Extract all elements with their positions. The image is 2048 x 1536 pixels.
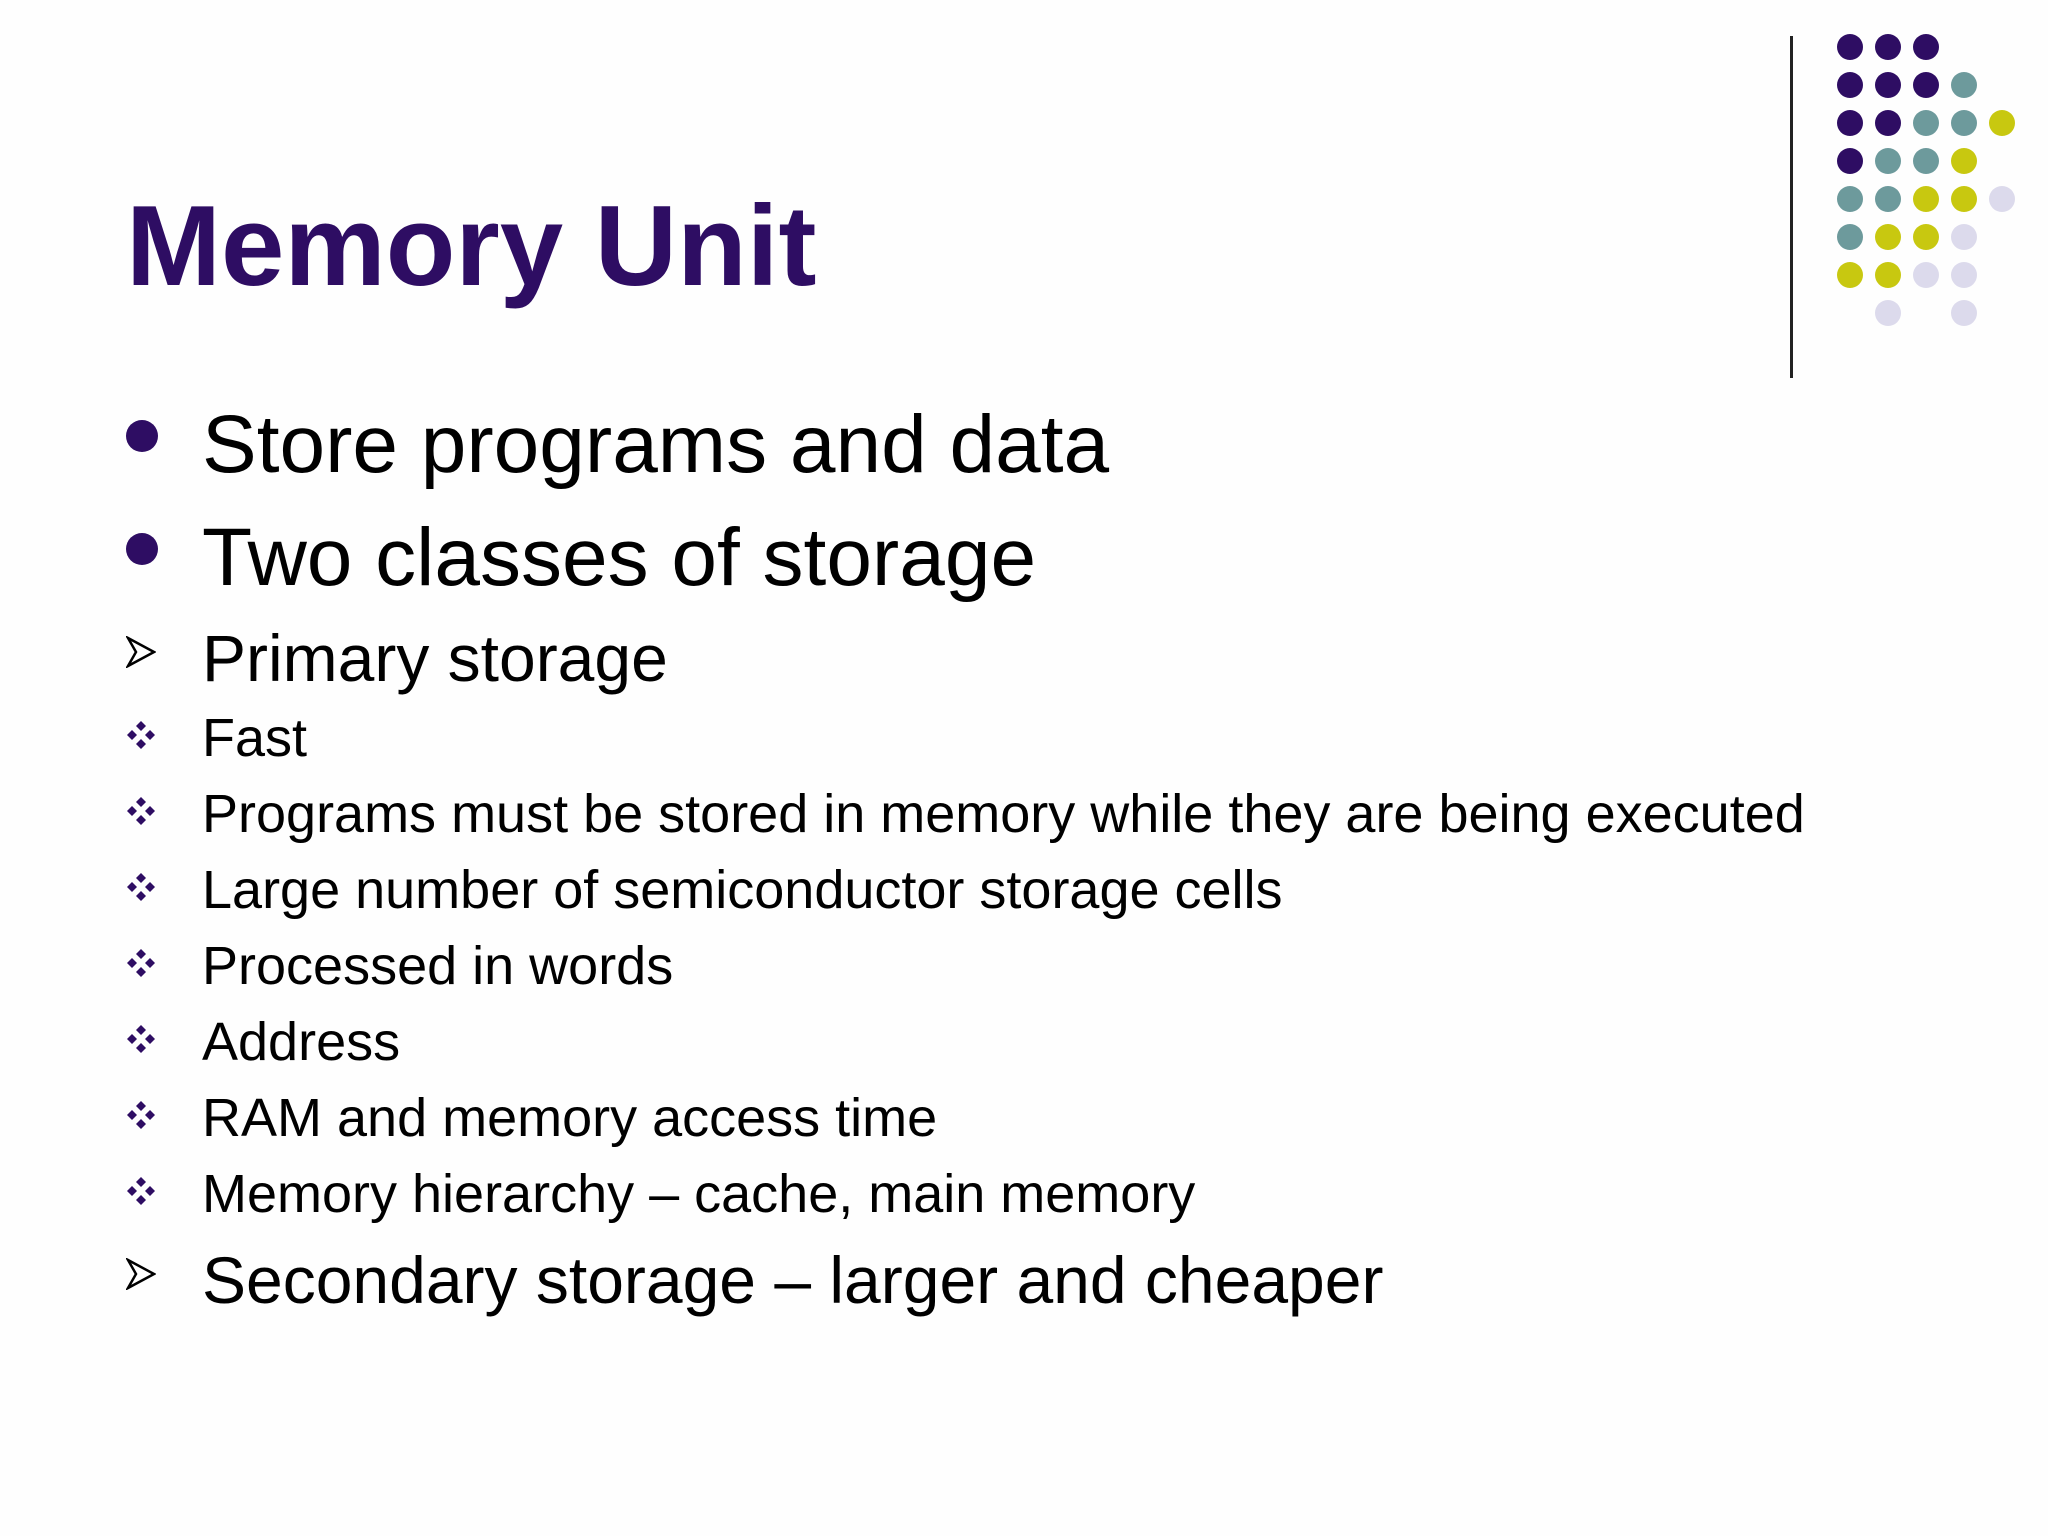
four-diamond-bullet-icon	[126, 948, 156, 983]
arrowhead-bullet-icon	[126, 636, 156, 668]
bullet-text: Address	[202, 1012, 401, 1072]
bullet-text: RAM and memory access time	[202, 1088, 938, 1148]
filled-circle-bullet-icon	[126, 533, 158, 565]
bullet-text: Large number of semiconductor storage ce…	[202, 860, 1283, 920]
bullet-text: Primary storage	[202, 621, 668, 695]
bullet-text: Two classes of storage	[202, 512, 1037, 603]
arrowhead-bullet-icon	[126, 1258, 156, 1290]
four-diamond-bullet-icon	[126, 796, 156, 831]
bullet-text: Secondary storage – larger and cheaper	[202, 1243, 1384, 1317]
four-diamond-bullet-icon	[126, 872, 156, 907]
bullet-text: Fast	[202, 708, 308, 768]
four-diamond-bullet-icon	[126, 1100, 156, 1135]
vertical-divider	[1790, 36, 1793, 378]
bullet-text: Store programs and data	[202, 399, 1110, 490]
bullet-text: Processed in words	[202, 936, 674, 996]
bullet-list: Store programs and data Two classes of s…	[126, 0, 2026, 1536]
bullet-text: Memory hierarchy – cache, main memory	[202, 1164, 1196, 1224]
four-diamond-bullet-icon	[126, 1024, 156, 1059]
four-diamond-bullet-icon	[126, 720, 156, 755]
four-diamond-bullet-icon	[126, 1176, 156, 1211]
filled-circle-bullet-icon	[126, 420, 158, 452]
slide-title: Memory Unit	[126, 183, 817, 310]
bullet-text: Programs must be stored in memory while …	[202, 784, 1805, 844]
